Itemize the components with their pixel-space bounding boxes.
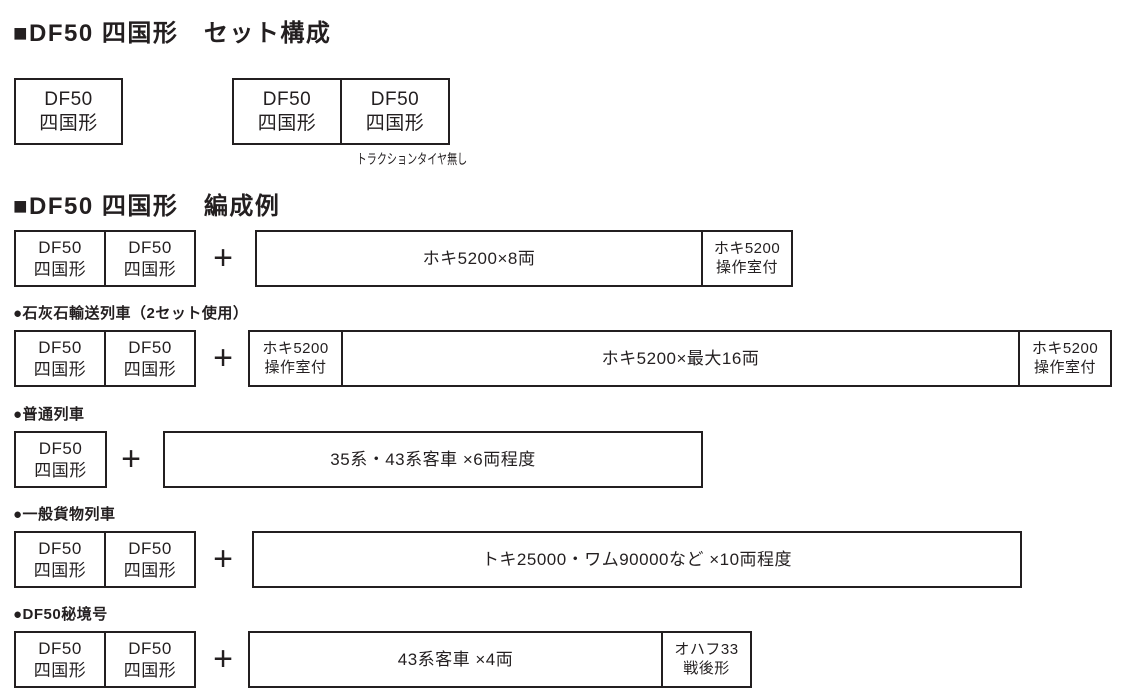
car-box-freight-mix: トキ25000・ワム90000など ×10両程度	[252, 531, 1022, 588]
loco-type: 四国形	[33, 359, 87, 379]
car-box-hoki5200-cab: ホキ5200 操作室付	[1018, 330, 1112, 387]
loco-name: DF50	[38, 238, 82, 258]
car-label-line1: オハフ33	[674, 640, 739, 658]
car-label: トキ25000・ワム90000など ×10両程度	[481, 549, 793, 569]
loco-box-no-traction-tire: DF50 四国形	[340, 78, 450, 145]
loco-box: DF50 四国形	[104, 631, 196, 688]
plus-sign: +	[213, 339, 233, 377]
loco-box: DF50 四国形	[104, 230, 196, 287]
set-section-title: ■DF50 四国形 セット構成	[13, 20, 332, 47]
loco-type: 四国形	[123, 259, 177, 279]
loco-box: DF50 四国形	[14, 230, 106, 287]
formation1-locos: DF50 四国形 DF50 四国形	[14, 230, 196, 287]
formation-label-hikyo: ●DF50秘境号	[13, 606, 108, 623]
formation-label-limestone: ●石灰石輸送列車（2セット使用）	[13, 305, 249, 322]
formation2-cars: ホキ5200 操作室付 ホキ5200×最大16両 ホキ5200 操作室付	[248, 330, 1112, 387]
formation-label-local: ●普通列車	[13, 406, 85, 423]
car-label: 35系・43系客車 ×6両程度	[330, 449, 536, 469]
car-label-line2: 戦後形	[683, 659, 730, 677]
car-label-line2: 操作室付	[1033, 358, 1096, 376]
loco-box: DF50 四国形	[14, 330, 106, 387]
loco-type: 四国形	[33, 259, 87, 279]
loco-type: 四国形	[365, 112, 425, 134]
loco-box: DF50 四国形	[14, 631, 106, 688]
car-box-hoki5200-cab: ホキ5200 操作室付	[248, 330, 343, 387]
car-box-hoki5200-cab: ホキ5200 操作室付	[701, 230, 793, 287]
plus-sign: +	[121, 440, 141, 478]
car-label: ホキ5200×最大16両	[601, 348, 760, 368]
plus-sign: +	[213, 239, 233, 277]
formation-label-freight: ●一般貨物列車	[13, 506, 116, 523]
car-box-passenger-35-43: 35系・43系客車 ×6両程度	[163, 431, 703, 488]
loco-type: 四国形	[33, 560, 87, 580]
formation2-locos: DF50 四国形 DF50 四国形	[14, 330, 196, 387]
car-label-line1: ホキ5200	[713, 239, 781, 257]
plus-sign: +	[213, 540, 233, 578]
formation3-cars: 35系・43系客車 ×6両程度	[163, 431, 703, 488]
formation-section-title: ■DF50 四国形 編成例	[13, 193, 281, 220]
plus-sign: +	[213, 640, 233, 678]
car-label-line2: 操作室付	[715, 258, 778, 276]
loco-name: DF50	[128, 639, 172, 659]
car-label-line1: ホキ5200	[1031, 339, 1099, 357]
car-box-ohafu33: オハフ33 戦後形	[661, 631, 752, 688]
car-label: 43系客車 ×4両	[397, 649, 514, 669]
loco-type: 四国形	[33, 660, 87, 680]
car-box-passenger-43: 43系客車 ×4両	[248, 631, 663, 688]
loco-name: DF50	[38, 338, 82, 358]
loco-name: DF50	[128, 539, 172, 559]
loco-type: 四国形	[123, 660, 177, 680]
loco-name: DF50	[38, 639, 82, 659]
formation4-locos: DF50 四国形 DF50 四国形	[14, 531, 196, 588]
loco-name: DF50	[370, 88, 420, 110]
car-box-hoki5200-max16: ホキ5200×最大16両	[341, 330, 1020, 387]
car-label-line2: 操作室付	[264, 358, 327, 376]
loco-box: DF50 四国形	[232, 78, 342, 145]
loco-name: DF50	[128, 238, 172, 258]
loco-type: 四国形	[123, 560, 177, 580]
formation1-cars: ホキ5200×8両 ホキ5200 操作室付	[255, 230, 793, 287]
loco-type: 四国形	[257, 112, 317, 134]
loco-box: DF50 四国形	[14, 431, 107, 488]
formation4-cars: トキ25000・ワム90000など ×10両程度	[252, 531, 1022, 588]
car-label-line1: ホキ5200	[262, 339, 329, 357]
traction-tire-note: トラクションタイヤ無し	[356, 151, 468, 167]
loco-type: 四国形	[123, 359, 177, 379]
loco-name: DF50	[38, 539, 82, 559]
formation3-locos: DF50 四国形	[14, 431, 107, 488]
loco-type: 四国形	[39, 112, 98, 134]
loco-name: DF50	[262, 88, 312, 110]
loco-name: DF50	[44, 88, 93, 110]
set-single-train: DF50 四国形	[14, 78, 123, 145]
formation5-cars: 43系客車 ×4両 オハフ33 戦後形	[248, 631, 752, 688]
loco-box: DF50 四国形	[104, 531, 196, 588]
formation5-locos: DF50 四国形 DF50 四国形	[14, 631, 196, 688]
loco-box: DF50 四国形	[14, 531, 106, 588]
loco-name: DF50	[128, 338, 172, 358]
loco-name: DF50	[38, 439, 83, 459]
car-box-hoki5200x8: ホキ5200×8両	[255, 230, 703, 287]
set-pair-train: DF50 四国形 DF50 四国形	[232, 78, 450, 145]
loco-box: DF50 四国形	[14, 78, 123, 145]
car-label: ホキ5200×8両	[422, 248, 536, 268]
loco-type: 四国形	[34, 460, 87, 480]
loco-box: DF50 四国形	[104, 330, 196, 387]
